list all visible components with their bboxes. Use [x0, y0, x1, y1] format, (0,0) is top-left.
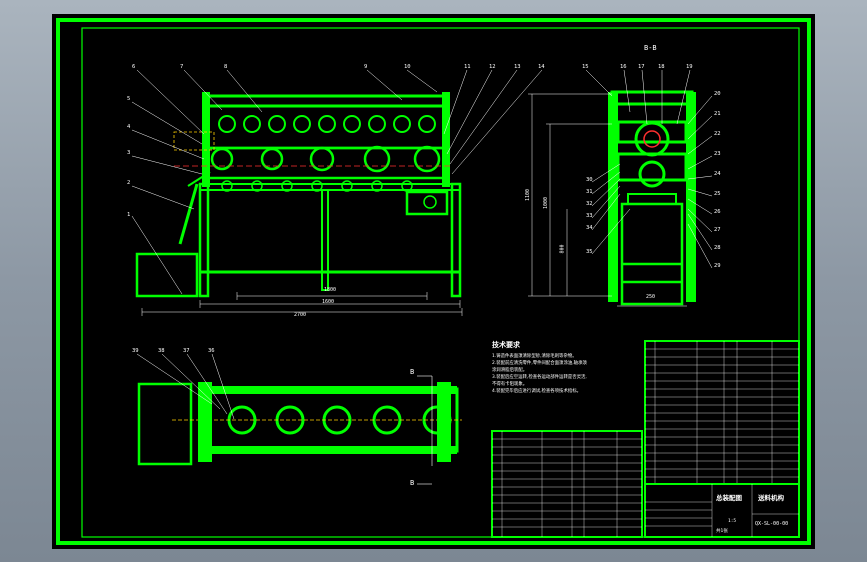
main-title-block: [644, 483, 800, 538]
top-view: [136, 353, 462, 485]
side-view: [528, 69, 713, 307]
parts-list-lower: [491, 430, 643, 538]
parts-list-upper: [644, 340, 800, 538]
drawing-sheet: B-B 1800 2700 1600 1100 1000 800 250 B B…: [52, 14, 815, 549]
inner-border: [81, 27, 800, 538]
front-view: [131, 69, 543, 316]
outer-border: [56, 18, 811, 545]
cad-drawing: [56, 18, 811, 545]
